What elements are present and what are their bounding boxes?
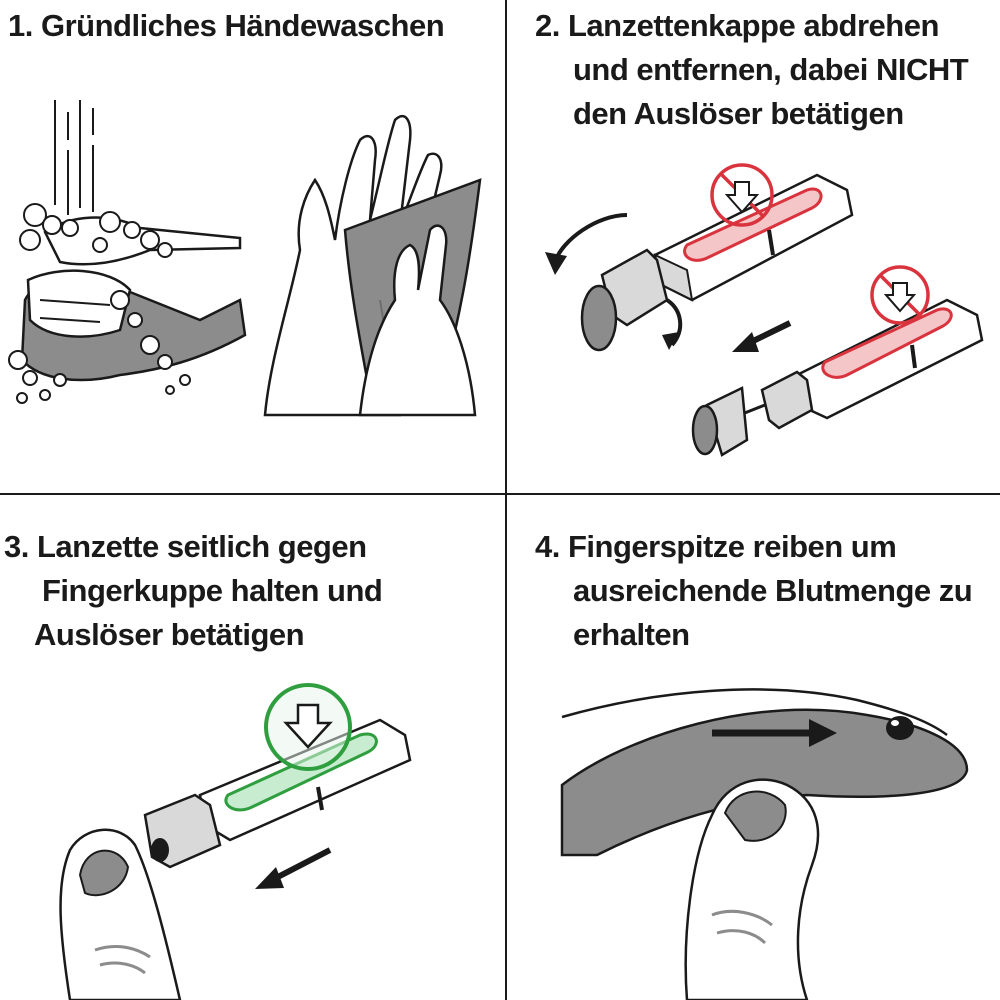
step-2-panel: 2. Lanzettenkappe abdrehen und entfernen… — [507, 0, 1000, 493]
step-4-line-2: ausreichende Blutmenge zu — [573, 573, 973, 608]
step-2-caption: 2. Lanzettenkappe abdrehen und entfernen… — [535, 4, 969, 136]
vertical-divider — [505, 0, 507, 1000]
step-1-caption: 1. Gründliches Händewaschen — [8, 4, 445, 48]
step-3-illustration — [59, 683, 412, 1000]
lancet-finger-illustration — [59, 683, 412, 1000]
hand-drying-illustration — [263, 114, 482, 417]
step-3-caption: 3. Lanzette seitlich gegen Fingerkuppe h… — [4, 525, 383, 657]
step-3-line-3: Auslöser betätigen — [34, 617, 305, 652]
step-1-line-1: 1. Gründliches Händewaschen — [8, 8, 445, 43]
no-press-warning-icon — [710, 163, 774, 227]
arrow-icon — [712, 719, 837, 747]
step-4-panel: 4. Fingerspitze reiben um ausreichende B… — [507, 495, 1000, 1000]
lancet-cap-removed-illustration — [691, 265, 984, 457]
step-2-line-1: 2. Lanzettenkappe abdrehen — [535, 8, 939, 43]
arrow-icon — [255, 847, 332, 889]
step-2-line-2: und entfernen, dabei NICHT — [573, 52, 969, 87]
arrow-icon — [545, 213, 683, 350]
finger-rub-illustration — [560, 688, 969, 1000]
step-3-line-2: Fingerkuppe halten und — [42, 573, 383, 608]
step-3-panel: 3. Lanzette seitlich gegen Fingerkuppe h… — [0, 495, 505, 1000]
step-4-line-3: erhalten — [573, 617, 690, 652]
arrow-icon — [732, 320, 792, 352]
step-2-line-3: den Auslöser betätigen — [573, 96, 904, 131]
step-4-caption: 4. Fingerspitze reiben um ausreichende B… — [535, 525, 973, 657]
step-4-illustration — [560, 688, 969, 1000]
step-1-panel: 1. Gründliches Händewaschen — [0, 0, 505, 493]
press-trigger-icon — [264, 683, 352, 771]
step-2-illustration — [545, 163, 984, 457]
step-4-line-1: 4. Fingerspitze reiben um — [535, 529, 897, 564]
step-1-illustration — [8, 100, 482, 417]
no-press-warning-icon — [870, 265, 930, 325]
hand-washing-illustration — [8, 100, 247, 404]
lancet-cap-twist-illustration — [545, 163, 854, 352]
horizontal-divider — [0, 493, 1000, 495]
step-3-line-1: 3. Lanzette seitlich gegen — [4, 529, 367, 564]
